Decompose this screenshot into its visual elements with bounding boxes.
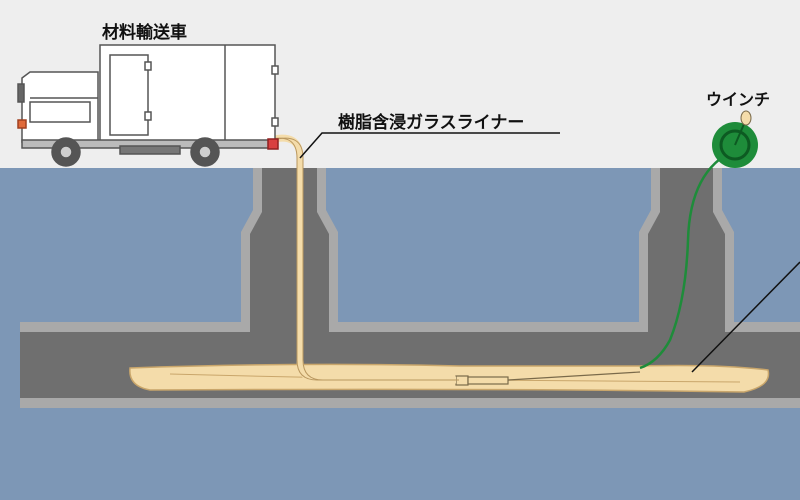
leader-lines <box>299 132 800 373</box>
liner-label: 樹脂含浸ガラスライナー <box>338 113 525 133</box>
winch-cable <box>639 148 736 370</box>
truck-icon <box>17 44 279 167</box>
truck-label: 材料輸送車 <box>102 23 187 43</box>
winch-icon <box>712 110 758 168</box>
winch-label: ウインチ <box>706 90 771 109</box>
